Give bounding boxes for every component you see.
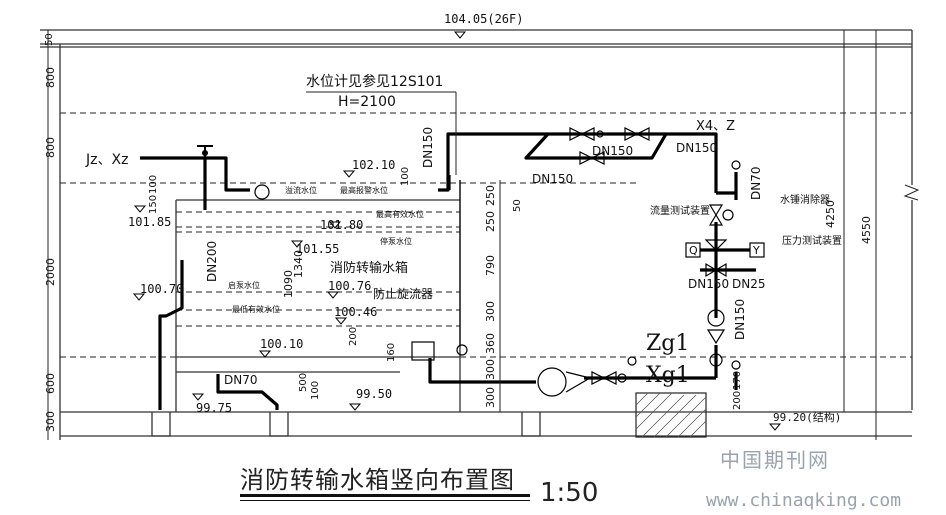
dim-170: 170 (732, 371, 743, 390)
dim-right-250b: 250 (484, 211, 497, 232)
dim-100c: 100 (310, 381, 321, 400)
dim-left-300: 300 (44, 411, 57, 432)
title-underline (240, 494, 530, 497)
elev-100-10: 100.10 (260, 337, 303, 351)
pipe-dn150-top: DN150 (592, 144, 633, 158)
pipe-dn25: DN25 (732, 277, 766, 291)
level-max-eff: 最高有效水位 (376, 209, 424, 219)
dim-right-300a: 300 (484, 301, 497, 322)
elev-99-20: 99.20(结构) (773, 410, 841, 424)
drawing-scale: 1:50 (540, 478, 599, 508)
pipe-dn150-vertical: DN150 (733, 299, 747, 340)
elev-102-10: 102.10 (352, 158, 395, 172)
dim-150: 150 (148, 195, 159, 214)
zg1-label: Zg1 (646, 331, 689, 356)
dim-right-790: 790 (484, 255, 497, 276)
gauge-note-line2: H=2100 (338, 94, 396, 110)
dim-left-50: 50 (44, 33, 55, 46)
dim-50: 50 (512, 199, 523, 212)
y-box-label: Y (752, 244, 760, 257)
dim-500: 500 (298, 373, 309, 392)
watermark-url: www.chinaqking.com (706, 490, 902, 511)
elev-101-85: 101.85 (128, 215, 171, 229)
level-stop-pump: 停泵水位 (380, 236, 412, 246)
dim-1340: 1340 (292, 250, 305, 278)
elevation-markers (132, 31, 782, 431)
water-levels (176, 211, 460, 327)
dim-160: 160 (386, 343, 397, 362)
flow-test-label: 流量测试装置 (650, 204, 710, 217)
dim-100b: 100 (400, 167, 411, 186)
dim-outer-4250: 4250 (824, 200, 837, 228)
level-min-eff: 最低有效水位 (232, 304, 280, 314)
dim-200: 200 (348, 327, 359, 346)
pipe-dn150-riser: DN150 (421, 127, 435, 168)
building-outline (40, 29, 920, 440)
pipe-dn70-b: DN70 (749, 167, 763, 201)
level-overflow: 溢流水位 (285, 185, 317, 195)
pressure-test-label: 压力测试装置 (782, 234, 842, 247)
gauge-note-line1: 水位计见参见12S101 (306, 73, 443, 90)
dim-right-300c: 300 (484, 387, 497, 408)
elev-99-75: 99.75 (196, 401, 232, 415)
title-underline-thin (240, 500, 530, 501)
dim-left-800b: 800 (44, 137, 57, 158)
dim-right-250a: 250 (484, 185, 497, 206)
dim-100a: 100 (148, 175, 159, 194)
pipework (140, 132, 756, 410)
water-hammer-label: 水锤消除器 (780, 193, 830, 206)
dim-1090: 1090 (282, 270, 295, 298)
inlet-label: Jz、Xz (85, 152, 128, 168)
pipe-dn70-a: DN70 (224, 373, 258, 387)
top-elevation: 104.05(26F) (444, 12, 523, 26)
dim-left-2000: 2000 (44, 258, 57, 286)
dim-200b: 200 (732, 391, 743, 410)
elev-100-46: 100.46 (334, 305, 377, 319)
anti-vortex-label: 防止旋流器 (373, 286, 433, 301)
elev-100-76: 100.76 (328, 279, 371, 293)
pipe-dn150-lower: DN150 (688, 277, 729, 291)
elev-99-50: 99.50 (356, 387, 392, 401)
xg1-label: Xg1 (646, 363, 690, 388)
branch-label: X4、Z (696, 119, 735, 134)
elev-100-70: 100.70 (140, 282, 183, 296)
dim-right-360: 360 (484, 333, 497, 354)
fittings (254, 127, 765, 397)
q-box-label: Q (689, 244, 698, 257)
drawing-title: 消防转输水箱竖向布置图 (240, 466, 515, 494)
pipe-dn150-right: DN150 (676, 141, 717, 155)
pipe-dn200: DN200 (205, 241, 219, 282)
dim-left-800a: 800 (44, 67, 57, 88)
drawing-labels: 104.05(26F) 水位计见参见12S101 H=2100 Jz、Xz X4… (44, 12, 877, 440)
dim-right-300b: 300 (484, 359, 497, 380)
level-start-pump: 启泵水位 (228, 280, 260, 290)
tank-name: 消防转输水箱 (330, 260, 408, 276)
elev-101-55: 101.55 (296, 242, 339, 256)
pipe-dn150-bypass: DN150 (532, 172, 573, 186)
elev-101-80: 101.80 (320, 218, 363, 232)
dim-left-600: 600 (44, 373, 57, 394)
dim-outer-4550: 4550 (860, 216, 873, 244)
watermark-cn: 中国期刊网 (720, 448, 830, 472)
level-max-alarm: 最高报警水位 (340, 185, 388, 195)
